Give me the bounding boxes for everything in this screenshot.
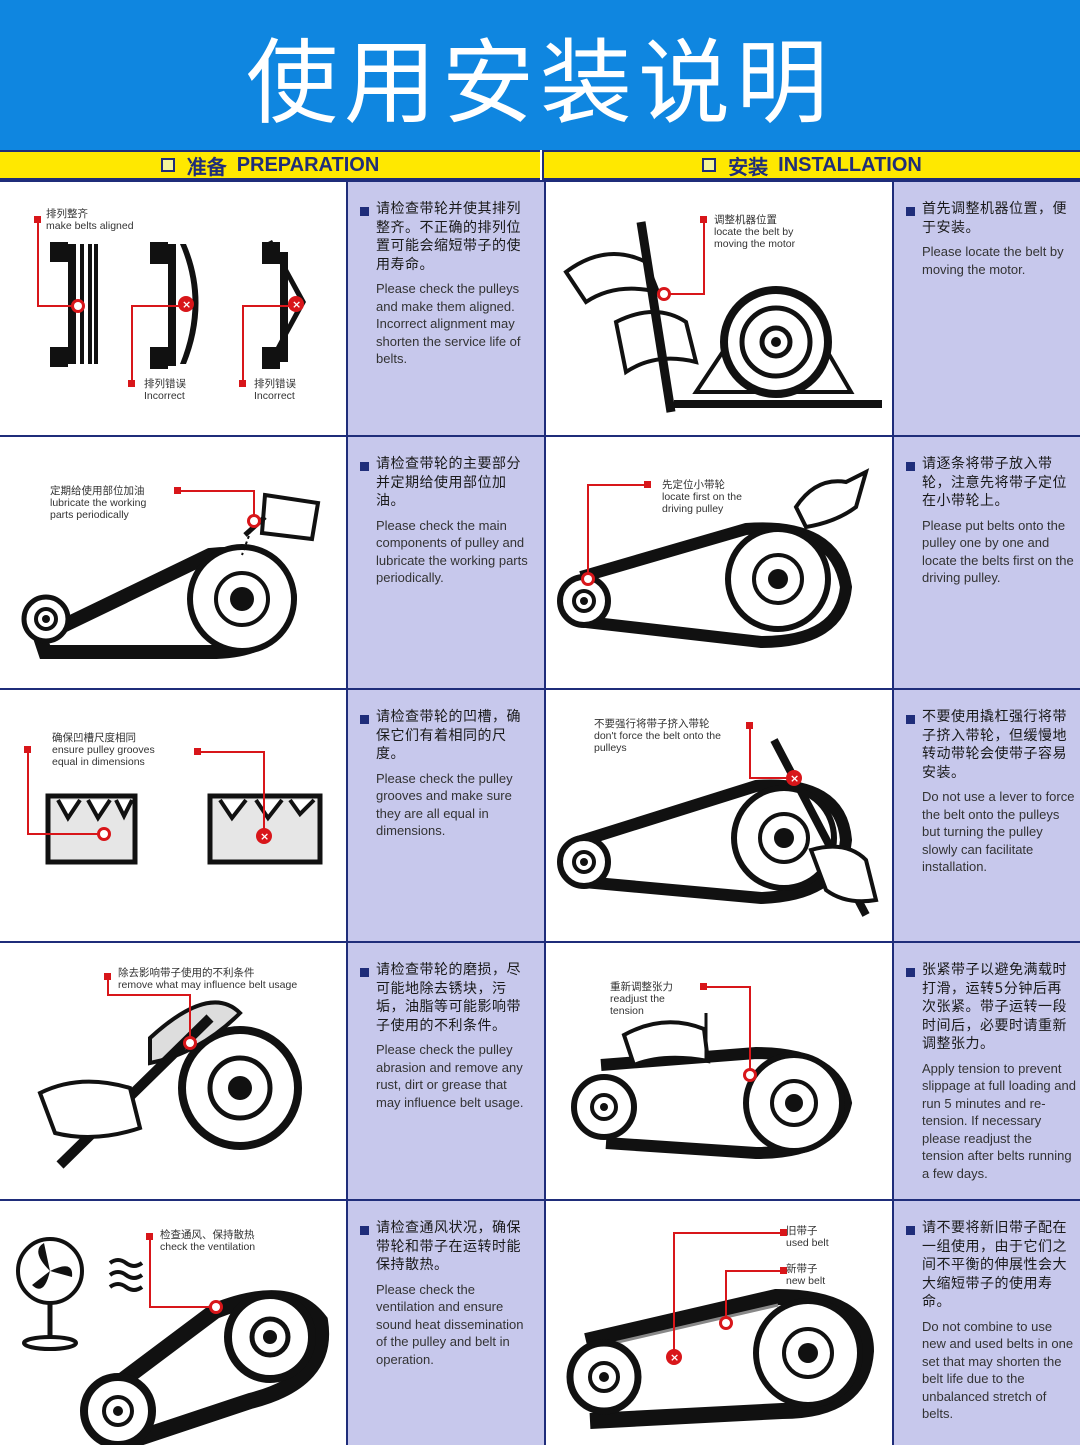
instruction-en: Please check the pulley abrasion and rem… [376,1042,524,1110]
ventilation-instruction: 请检查通风状况，确保带轮和带子在运转时能保持散热。 Please check t… [348,1201,544,1445]
brush-clean-icon [37,973,302,1169]
instruction-cn: 请检查带轮并使其排列整齐。不正确的排列位置可能会缩短带子的使用寿命。 [376,201,521,273]
bullet-icon [906,1226,915,1235]
oil-can-icon [21,487,321,659]
motor-instruction: 首先调整机器位置，便于安装。 Please locate the belt by… [894,182,1080,435]
svg-text:×: × [292,298,301,311]
pulley-alignment-icon: × × [34,216,306,387]
tension-instruction: 张紧带子以避免满载时打滑，运转5分钟后再次张紧。带子运转一段时间后，必要时请重新… [894,943,1080,1199]
svg-text:×: × [790,772,799,785]
clean-instruction: 请检查带轮的磨损，尽可能地除去锈块，污垢，油脂等可能影响带子使用的不利条件。 P… [348,943,544,1199]
checkbox-icon [702,158,717,172]
motor-adjust-icon [563,216,882,413]
instruction-en: Please put belts onto the pulley one by … [922,517,1074,586]
instruction-cn: 请检查带轮的主要部分并定期给使用部位加油。 [376,456,521,509]
groove-dimension-icon: × [24,746,323,865]
lever-instruction: 不要使用撬杠强行将带子挤入带轮，但缓慢地转动带轮会使带子容易安装。 Do not… [894,690,1080,941]
bullet-icon [906,715,915,724]
installation-header-cn: 安装 [728,154,769,179]
instruction-en: Apply tension to prevent slippage at ful… [922,1060,1076,1181]
instruction-cn: 请不要将新旧带子配在一组使用，由于它们之间不平衡的伸展性会大大缩短带子的使用寿命… [922,1220,1067,1310]
driving-pulley-instruction: 请逐条将带子放入带轮，注意先将带子定位在小带轮上。 Please put bel… [894,437,1080,688]
preparation-header-en: PREPARATION [236,153,380,176]
instruction-cn: 张紧带子以避免满载时打滑，运转5分钟后再次张紧。带子运转一段时间后，必要时请重新… [922,962,1067,1052]
svg-text:×: × [182,298,191,311]
instruction-cn: 请检查带轮的磨损，尽可能地除去锈块，污垢，油脂等可能影响带子使用的不利条件。 [376,962,521,1034]
bullet-icon [906,968,915,977]
bullet-icon [360,207,369,216]
lubricate-instruction: 请检查带轮的主要部分并定期给使用部位加油。 Please check the m… [348,437,544,688]
instruction-en: Please check the ventilation and ensure … [376,1281,524,1367]
instruction-en: Please check the pulleys and make them a… [376,281,521,366]
instruction-cn: 请检查带轮的凹槽，确保它们有着相同的尺度。 [376,709,521,762]
installation-header: 安装 INSTALLATION [542,150,1080,180]
belt-mix-instruction: 请不要将新旧带子配在一组使用，由于它们之间不平衡的伸展性会大大缩短带子的使用寿命… [894,1201,1080,1445]
instruction-cn: 不要使用撬杠强行将带子挤入带轮，但缓慢地转动带轮会使带子容易安装。 [922,709,1067,781]
installation-header-en: INSTALLATION [778,153,922,176]
tension-adjust-icon [571,983,853,1160]
instruction-en: Please check the pulley grooves and make… [376,770,513,839]
title-banner: 使用安装说明 [0,0,1080,150]
fan-ventilation-icon [16,1233,330,1445]
bullet-icon [906,462,915,471]
bullet-icon [360,462,369,471]
belt-placement-icon [557,468,870,649]
bullet-icon [906,207,915,216]
svg-text:×: × [670,1351,679,1364]
instruction-en: Do not combine to use new and used belts… [922,1318,1074,1422]
instruction-cn: 首先调整机器位置，便于安装。 [922,201,1067,236]
preparation-header-cn: 准备 [186,154,227,179]
instruction-cn: 请检查通风状况，确保带轮和带子在运转时能保持散热。 [376,1220,521,1273]
bullet-icon [360,715,369,724]
no-lever-icon: × [557,722,879,917]
instruction-en: Please check the main components of pull… [376,517,528,586]
bullet-icon [360,968,369,977]
alignment-instruction: 请检查带轮并使其排列整齐。不正确的排列位置可能会缩短带子的使用寿命。 Pleas… [348,182,544,435]
checkbox-icon [160,158,175,172]
bullet-icon [360,1226,369,1235]
svg-text:×: × [260,830,269,843]
page-title: 使用安装说明 [245,29,834,137]
instruction-en: Do not use a lever to force the belt ont… [922,789,1075,874]
instruction-cn: 请逐条将带子放入带轮，注意先将带子定位在小带轮上。 [922,456,1067,509]
instruction-en: Please locate the belt by moving the mot… [922,244,1064,277]
preparation-header: 准备 PREPARATION [0,150,540,180]
grooves-instruction: 请检查带轮的凹槽，确保它们有着相同的尺度。 Please check the p… [348,690,544,941]
mixed-belts-icon: × [566,1229,875,1429]
